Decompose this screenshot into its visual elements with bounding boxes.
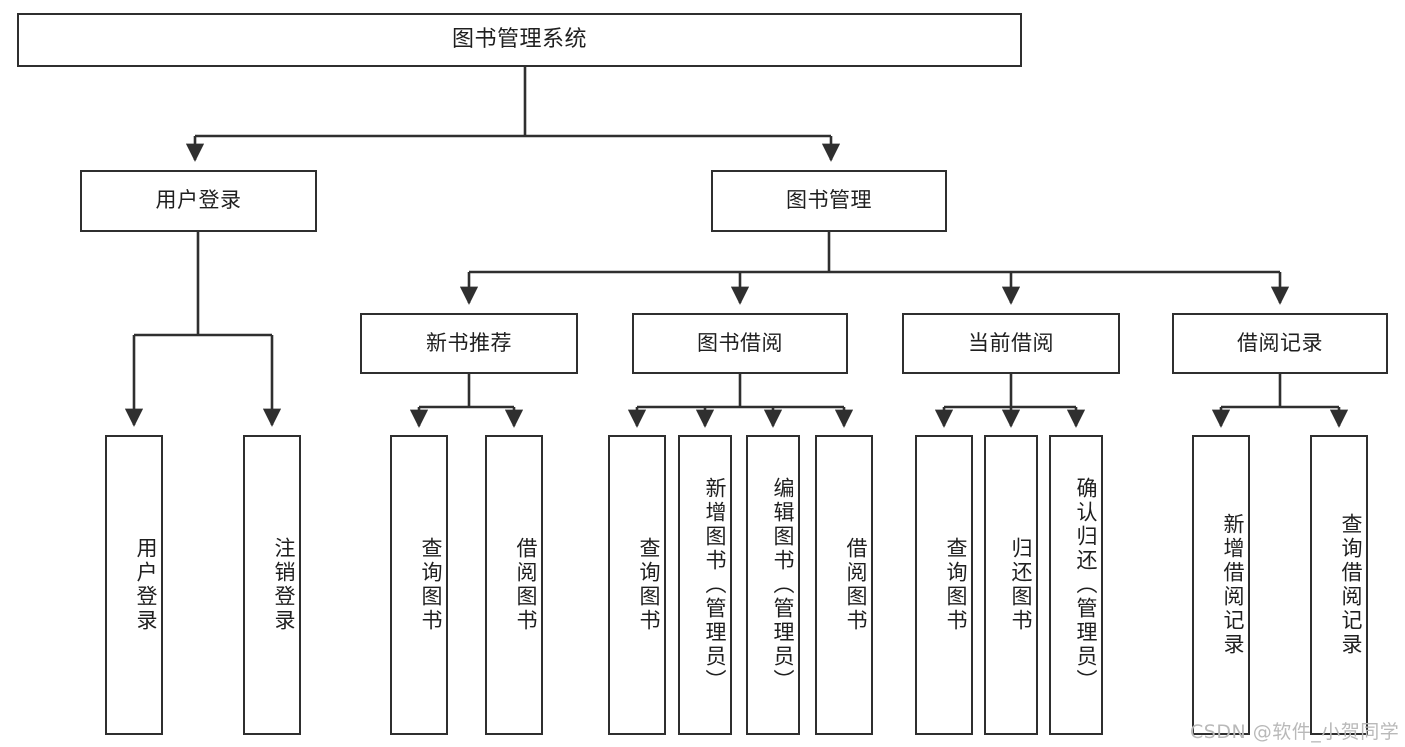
node-leaf-confirm-return-admin[interactable]: 确认归还（管理员）	[1049, 435, 1103, 735]
node-leaf-add-borrow-record[interactable]: 新增借阅记录	[1192, 435, 1250, 735]
node-leaf-query-book-2[interactable]: 查询图书	[608, 435, 666, 735]
node-leaf-add-borrow-record-label: 新增借阅记录	[1221, 513, 1245, 657]
node-new-book-recommend[interactable]: 新书推荐	[360, 313, 578, 374]
node-leaf-borrow-book-1-label: 借阅图书	[514, 537, 538, 633]
node-leaf-logout-login[interactable]: 注销登录	[243, 435, 301, 735]
node-leaf-query-book-3[interactable]: 查询图书	[915, 435, 973, 735]
node-leaf-return-book-label: 归还图书	[1009, 537, 1033, 633]
node-leaf-borrow-book-1[interactable]: 借阅图书	[485, 435, 543, 735]
node-leaf-query-book-1[interactable]: 查询图书	[390, 435, 448, 735]
node-borrow-record[interactable]: 借阅记录	[1172, 313, 1388, 374]
node-user-login[interactable]: 用户登录	[80, 170, 317, 232]
node-leaf-add-book-admin[interactable]: 新增图书（管理员）	[678, 435, 732, 735]
node-leaf-query-book-2-label: 查询图书	[637, 537, 661, 633]
node-book-borrow[interactable]: 图书借阅	[632, 313, 848, 374]
node-leaf-add-book-admin-label: 新增图书（管理员）	[703, 477, 727, 693]
node-leaf-confirm-return-admin-label: 确认归还（管理员）	[1074, 477, 1098, 693]
watermark: CSDN @软件_小贺同学	[1190, 721, 1400, 743]
node-current-borrow[interactable]: 当前借阅	[902, 313, 1120, 374]
node-book-borrow-label: 图书借阅	[697, 330, 783, 355]
node-current-borrow-label: 当前借阅	[968, 330, 1054, 355]
node-leaf-borrow-book-2[interactable]: 借阅图书	[815, 435, 873, 735]
node-leaf-edit-book-admin-label: 编辑图书（管理员）	[771, 477, 795, 693]
node-leaf-query-borrow-record-label: 查询借阅记录	[1339, 513, 1363, 657]
node-leaf-return-book[interactable]: 归还图书	[984, 435, 1038, 735]
node-root-label: 图书管理系统	[451, 26, 587, 52]
node-leaf-query-book-3-label: 查询图书	[944, 537, 968, 633]
node-user-login-label: 用户登录	[155, 188, 242, 213]
node-leaf-user-login-label: 用户登录	[134, 537, 158, 633]
node-leaf-user-login[interactable]: 用户登录	[105, 435, 163, 735]
node-new-book-recommend-label: 新书推荐	[426, 330, 512, 355]
node-book-manage[interactable]: 图书管理	[711, 170, 947, 232]
node-leaf-borrow-book-2-label: 借阅图书	[844, 537, 868, 633]
node-leaf-query-borrow-record[interactable]: 查询借阅记录	[1310, 435, 1368, 735]
node-book-manage-label: 图书管理	[786, 188, 872, 213]
node-leaf-logout-login-label: 注销登录	[272, 537, 296, 633]
node-root[interactable]: 图书管理系统	[17, 13, 1022, 67]
node-leaf-query-book-1-label: 查询图书	[419, 537, 443, 633]
node-borrow-record-label: 借阅记录	[1237, 330, 1323, 355]
node-leaf-edit-book-admin[interactable]: 编辑图书（管理员）	[746, 435, 800, 735]
